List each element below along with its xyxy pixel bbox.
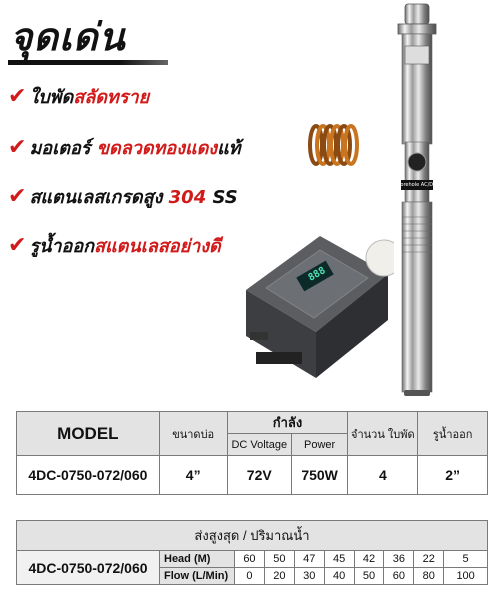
flow-caption: ส่งสูงสุด / ปริมาณน้ำ bbox=[16, 520, 488, 551]
feature-impeller: ✔ใบพัดสลัดทราย bbox=[8, 82, 149, 111]
head-value: 45 bbox=[323, 550, 355, 568]
feature-stainless: ✔สแตนเลสเกรดสูง 304 SS bbox=[8, 182, 238, 211]
row-dc-voltage: 72V bbox=[226, 455, 292, 495]
head-value: 60 bbox=[234, 550, 265, 568]
feature-text: มอเตอร์ bbox=[29, 138, 97, 159]
flow-value: 80 bbox=[413, 567, 445, 585]
header-outlet: รูน้ำออก bbox=[417, 411, 488, 456]
row-well-size: 4” bbox=[158, 455, 228, 495]
flow-value: 0 bbox=[234, 567, 265, 585]
header-well-size: ขนาดบ่อ bbox=[158, 411, 228, 456]
feature-highlight: ขดลวดทองแดง bbox=[96, 138, 218, 159]
feature-text: รูน้ำออก bbox=[29, 236, 95, 257]
check-icon: ✔ bbox=[8, 84, 27, 109]
feature-text: SS bbox=[206, 187, 238, 208]
flow-value: 30 bbox=[293, 567, 325, 585]
row-model: 4DC-0750-072/060 bbox=[16, 455, 160, 495]
flow-model: 4DC-0750-072/060 bbox=[16, 550, 160, 585]
feature-text: แท้ bbox=[217, 138, 241, 159]
page-title: จุดเด่น bbox=[10, 15, 126, 59]
title-underline bbox=[8, 60, 168, 65]
head-value: 22 bbox=[413, 550, 445, 568]
flow-value: 50 bbox=[353, 567, 385, 585]
header-impellers: จำนวน ใบพัด bbox=[347, 411, 419, 456]
head-value: 36 bbox=[383, 550, 415, 568]
pump-label: Borehole AC/DC bbox=[397, 182, 437, 188]
check-icon: ✔ bbox=[8, 233, 27, 258]
flow-value: 100 bbox=[443, 567, 488, 585]
coil-icon bbox=[308, 124, 359, 166]
row-outlet: 2” bbox=[417, 455, 488, 495]
pump-image bbox=[397, 3, 437, 396]
flow-value: 20 bbox=[263, 567, 295, 585]
header-model: MODEL bbox=[16, 411, 160, 456]
check-icon: ✔ bbox=[8, 184, 27, 209]
header-dc-voltage: DC Voltage bbox=[226, 433, 292, 456]
feature-highlight: 304 bbox=[168, 187, 207, 208]
feature-text: สแตนเลสเกรดสูง bbox=[29, 187, 169, 208]
feature-text: ใบพัด bbox=[29, 87, 74, 108]
row-power: 750W bbox=[290, 455, 349, 495]
row-impellers: 4 bbox=[347, 455, 419, 495]
header-power: Power bbox=[290, 433, 349, 456]
header-power-group: กำลัง bbox=[226, 411, 349, 434]
flow-table: ส่งสูงสุด / ปริมาณน้ำ 4DC-0750-072/060 H… bbox=[16, 520, 488, 585]
head-value: 42 bbox=[353, 550, 385, 568]
flow-label: Flow (L/Min) bbox=[159, 567, 235, 585]
check-icon: ✔ bbox=[8, 135, 27, 160]
head-value: 50 bbox=[263, 550, 295, 568]
head-value: 5 bbox=[443, 550, 488, 568]
feature-highlight: สแตนเลสอย่างดี bbox=[94, 236, 221, 257]
flow-value: 40 bbox=[323, 567, 355, 585]
spec-table: MODEL ขนาดบ่อ กำลัง จำนวน ใบพัด รูน้ำออก… bbox=[16, 411, 488, 495]
head-value: 47 bbox=[293, 550, 325, 568]
feature-motor: ✔มอเตอร์ ขดลวดทองแดงแท้ bbox=[8, 133, 241, 162]
head-label: Head (M) bbox=[159, 550, 235, 568]
feature-outlet: ✔รูน้ำออกสแตนเลสอย่างดี bbox=[8, 231, 221, 260]
flow-value: 60 bbox=[383, 567, 415, 585]
feature-highlight: สลัดทราย bbox=[73, 87, 150, 108]
controller-image bbox=[246, 236, 394, 378]
